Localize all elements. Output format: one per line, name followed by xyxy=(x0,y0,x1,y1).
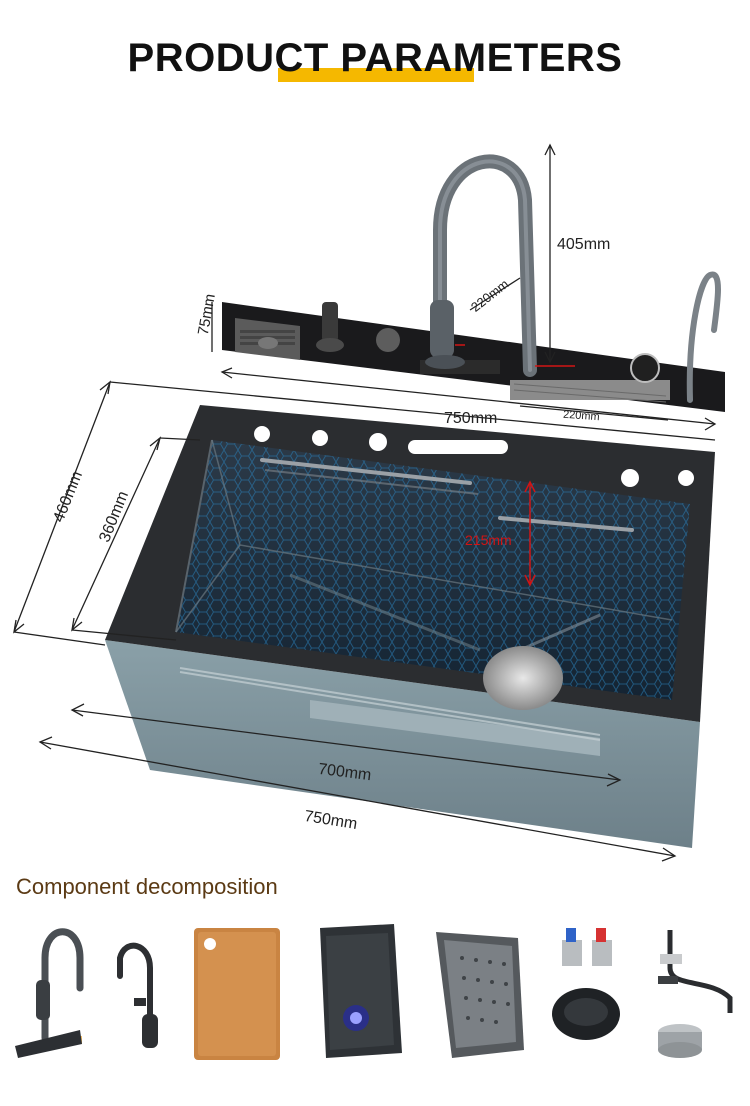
page-title: PRODUCT PARAMETERS xyxy=(127,36,623,80)
panel-width-label: 750mm xyxy=(444,410,498,427)
pull-out-faucet-icon xyxy=(15,928,84,1058)
bowl-depth-label: 215mm xyxy=(465,532,512,548)
drain-kit-icon xyxy=(658,930,733,1058)
panel-sub-label: 220mm xyxy=(562,408,601,424)
filter-faucet xyxy=(686,271,721,403)
control-panel xyxy=(222,302,725,412)
dimension-lines xyxy=(13,143,717,862)
title-accent-bar xyxy=(278,68,474,82)
main-faucet xyxy=(425,154,537,377)
small-basin-icon xyxy=(320,924,402,1058)
faucet-height-label: 405mm xyxy=(557,236,611,253)
sink-diagram xyxy=(13,143,725,862)
water-filter-faucet-icon xyxy=(117,942,158,1048)
bowl-depth-line xyxy=(455,344,575,587)
cup-washer-icon xyxy=(552,928,620,1040)
cutting-board-icon xyxy=(194,928,280,1060)
section-title: Component decomposition xyxy=(16,874,278,899)
drain-basket-icon xyxy=(436,932,524,1058)
sink-body xyxy=(105,405,715,848)
